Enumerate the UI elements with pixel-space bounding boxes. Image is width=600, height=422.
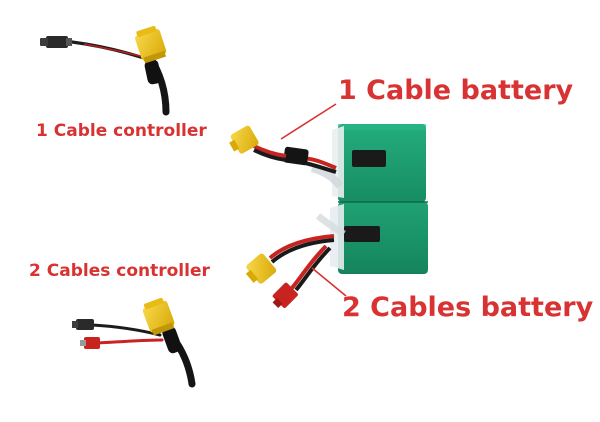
controller-single-cable-image xyxy=(40,26,170,116)
battery-pack-image xyxy=(310,124,428,274)
pointer-line-battery-double xyxy=(311,267,347,297)
pointer-line-battery-single xyxy=(280,103,337,140)
battery-single-cable-harness xyxy=(229,125,337,174)
battery-double-label: 2 Cables battery xyxy=(342,292,594,323)
controller-double-cable-image xyxy=(72,297,196,388)
battery-single-label: 1 Cable battery xyxy=(338,75,574,106)
controller-double-label: 2 Cables controller xyxy=(29,261,210,281)
battery-double-cable-harness xyxy=(245,234,335,309)
controller-single-label: 1 Cable controller xyxy=(36,121,207,141)
